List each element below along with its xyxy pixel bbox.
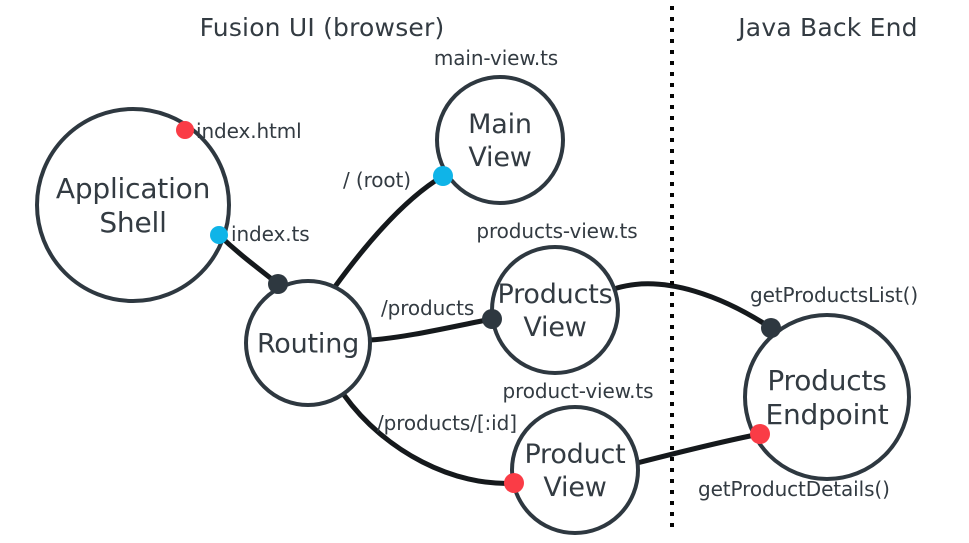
node-label-line: View [523,312,586,343]
connection-dot-endpoint-details-dot[interactable] [750,424,770,444]
edge-label-index-html: index.html [196,119,302,143]
connection-product-view-to-endpoint [634,431,763,466]
edge-label-index-ts: index.ts [231,222,310,246]
connections-layer [216,173,774,486]
edge-label-get-products-list: getProductsList() [750,283,918,307]
connection-dot-products-view-dot[interactable] [482,309,502,329]
connection-dot-routing-entry-dot[interactable] [268,274,288,294]
node-label-line: Endpoint [765,398,888,431]
node-label-line: Main [468,109,532,140]
connection-dot-index-ts-dot[interactable] [210,226,228,244]
file-label-main-view-ts: main-view.ts [434,46,558,70]
node-circle-main-view [435,75,565,205]
connection-dot-product-view-dot[interactable] [504,473,524,493]
node-circle-products-view [490,245,620,375]
node-label-line: Shell [99,206,166,239]
zone-titles-layer: Fusion UI (browser) Java Back End [200,13,918,42]
connection-dot-main-view-dot[interactable] [433,166,453,186]
file-label-products-view-ts: products-view.ts [476,219,637,243]
node-circle-application-shell [35,107,231,303]
edge-label-products-route: /products [381,296,474,320]
node-circle-routing [244,279,372,407]
connection-dot-index-html-dot[interactable] [176,121,194,139]
node-routing[interactable]: Routing [244,279,372,407]
labels-layer: index.html index.ts / (root) /products/prod… [196,46,918,501]
connection-routing-to-main-view [331,173,446,291]
node-label-line: View [468,142,531,173]
connection-dots-layer [176,121,781,493]
connection-routing-to-products-view [367,316,495,343]
zone-title-frontend: Fusion UI (browser) [200,13,445,42]
node-label-routing: Routing [257,328,359,359]
node-label-line: View [543,472,606,503]
file-label-product-view-ts: product-view.ts [503,379,654,403]
connection-routing-to-product-view [341,392,517,486]
node-label-line: Routing [257,328,359,359]
zone-title-backend: Java Back End [736,13,918,42]
connection-dot-endpoint-list-dot[interactable] [761,318,781,338]
node-label-line: Products [767,364,886,397]
edge-label-product-id-route: /products/[:id] [377,411,517,435]
node-label-line: Application [56,172,210,205]
edge-label-get-product-details: getProductDetails() [698,477,890,501]
edge-label-root-route: / (root) [343,168,411,192]
node-circle-product-view [510,405,640,535]
node-label-line: Products [498,279,613,310]
node-circle-products-endpoint [743,313,911,481]
connection-products-view-to-endpoint [614,281,774,331]
node-label-line: Product [524,439,625,470]
